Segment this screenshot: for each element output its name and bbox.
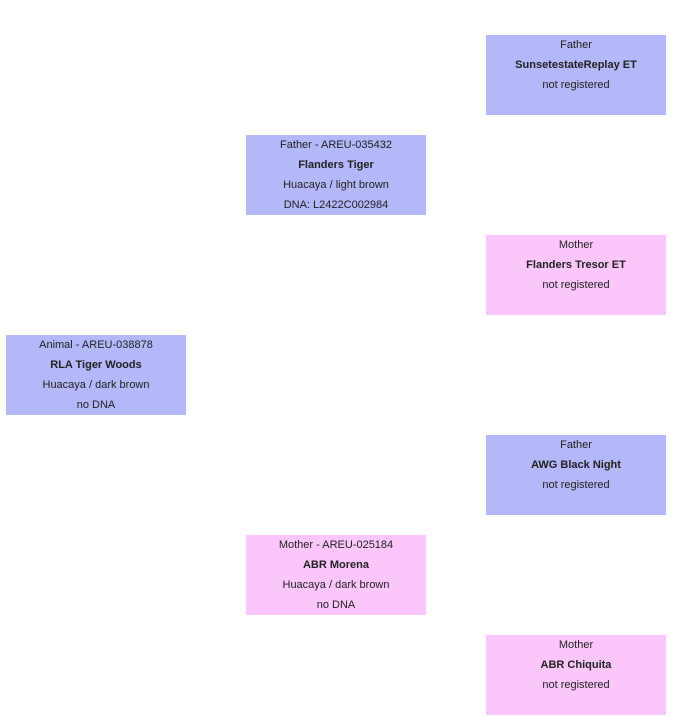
dam-dam-card[interactable]: Mother ABR Chiquita not registered [486,635,666,715]
sire-dam-card[interactable]: Mother Flanders Tresor ET not registered [486,235,666,315]
dam-dam-heading: Mother [558,639,594,651]
sire-dam-heading: Mother [558,239,594,251]
dam-dam-status: not registered [542,679,610,691]
dam-sire-heading: Father [560,439,592,451]
dam-heading: Mother - AREU-025184 [278,539,394,551]
sire-dam-name: Flanders Tresor ET [526,259,626,271]
dam-sire-name: AWG Black Night [531,459,621,471]
animal-card[interactable]: Animal - AREU-038878 RLA Tiger Woods Hua… [6,335,186,415]
dam-breed-color: Huacaya / dark brown [282,579,390,591]
sire-card[interactable]: Father - AREU-035432 Flanders Tiger Huac… [246,135,426,215]
dam-card[interactable]: Mother - AREU-025184 ABR Morena Huacaya … [246,535,426,615]
sire-dam-status: not registered [542,279,610,291]
animal-breed-color: Huacaya / dark brown [42,379,150,391]
animal-name: RLA Tiger Woods [50,359,142,371]
sire-sire-heading: Father [560,39,592,51]
sire-breed-color: Huacaya / light brown [283,179,389,191]
dam-dam-name: ABR Chiquita [540,659,612,671]
sire-sire-name: SunsetestateReplay ET [515,59,637,71]
sire-heading: Father - AREU-035432 [280,139,392,151]
dam-sire-status: not registered [542,479,610,491]
dam-sire-card[interactable]: Father AWG Black Night not registered [486,435,666,515]
dam-dna: no DNA [316,599,356,611]
sire-sire-status: not registered [542,79,610,91]
sire-dna: DNA: L2422C002984 [283,199,389,211]
sire-name: Flanders Tiger [298,159,374,171]
dam-name: ABR Morena [302,559,369,571]
animal-dna: no DNA [76,399,116,411]
animal-heading: Animal - AREU-038878 [39,339,153,351]
sire-sire-card[interactable]: Father SunsetestateReplay ET not registe… [486,35,666,115]
